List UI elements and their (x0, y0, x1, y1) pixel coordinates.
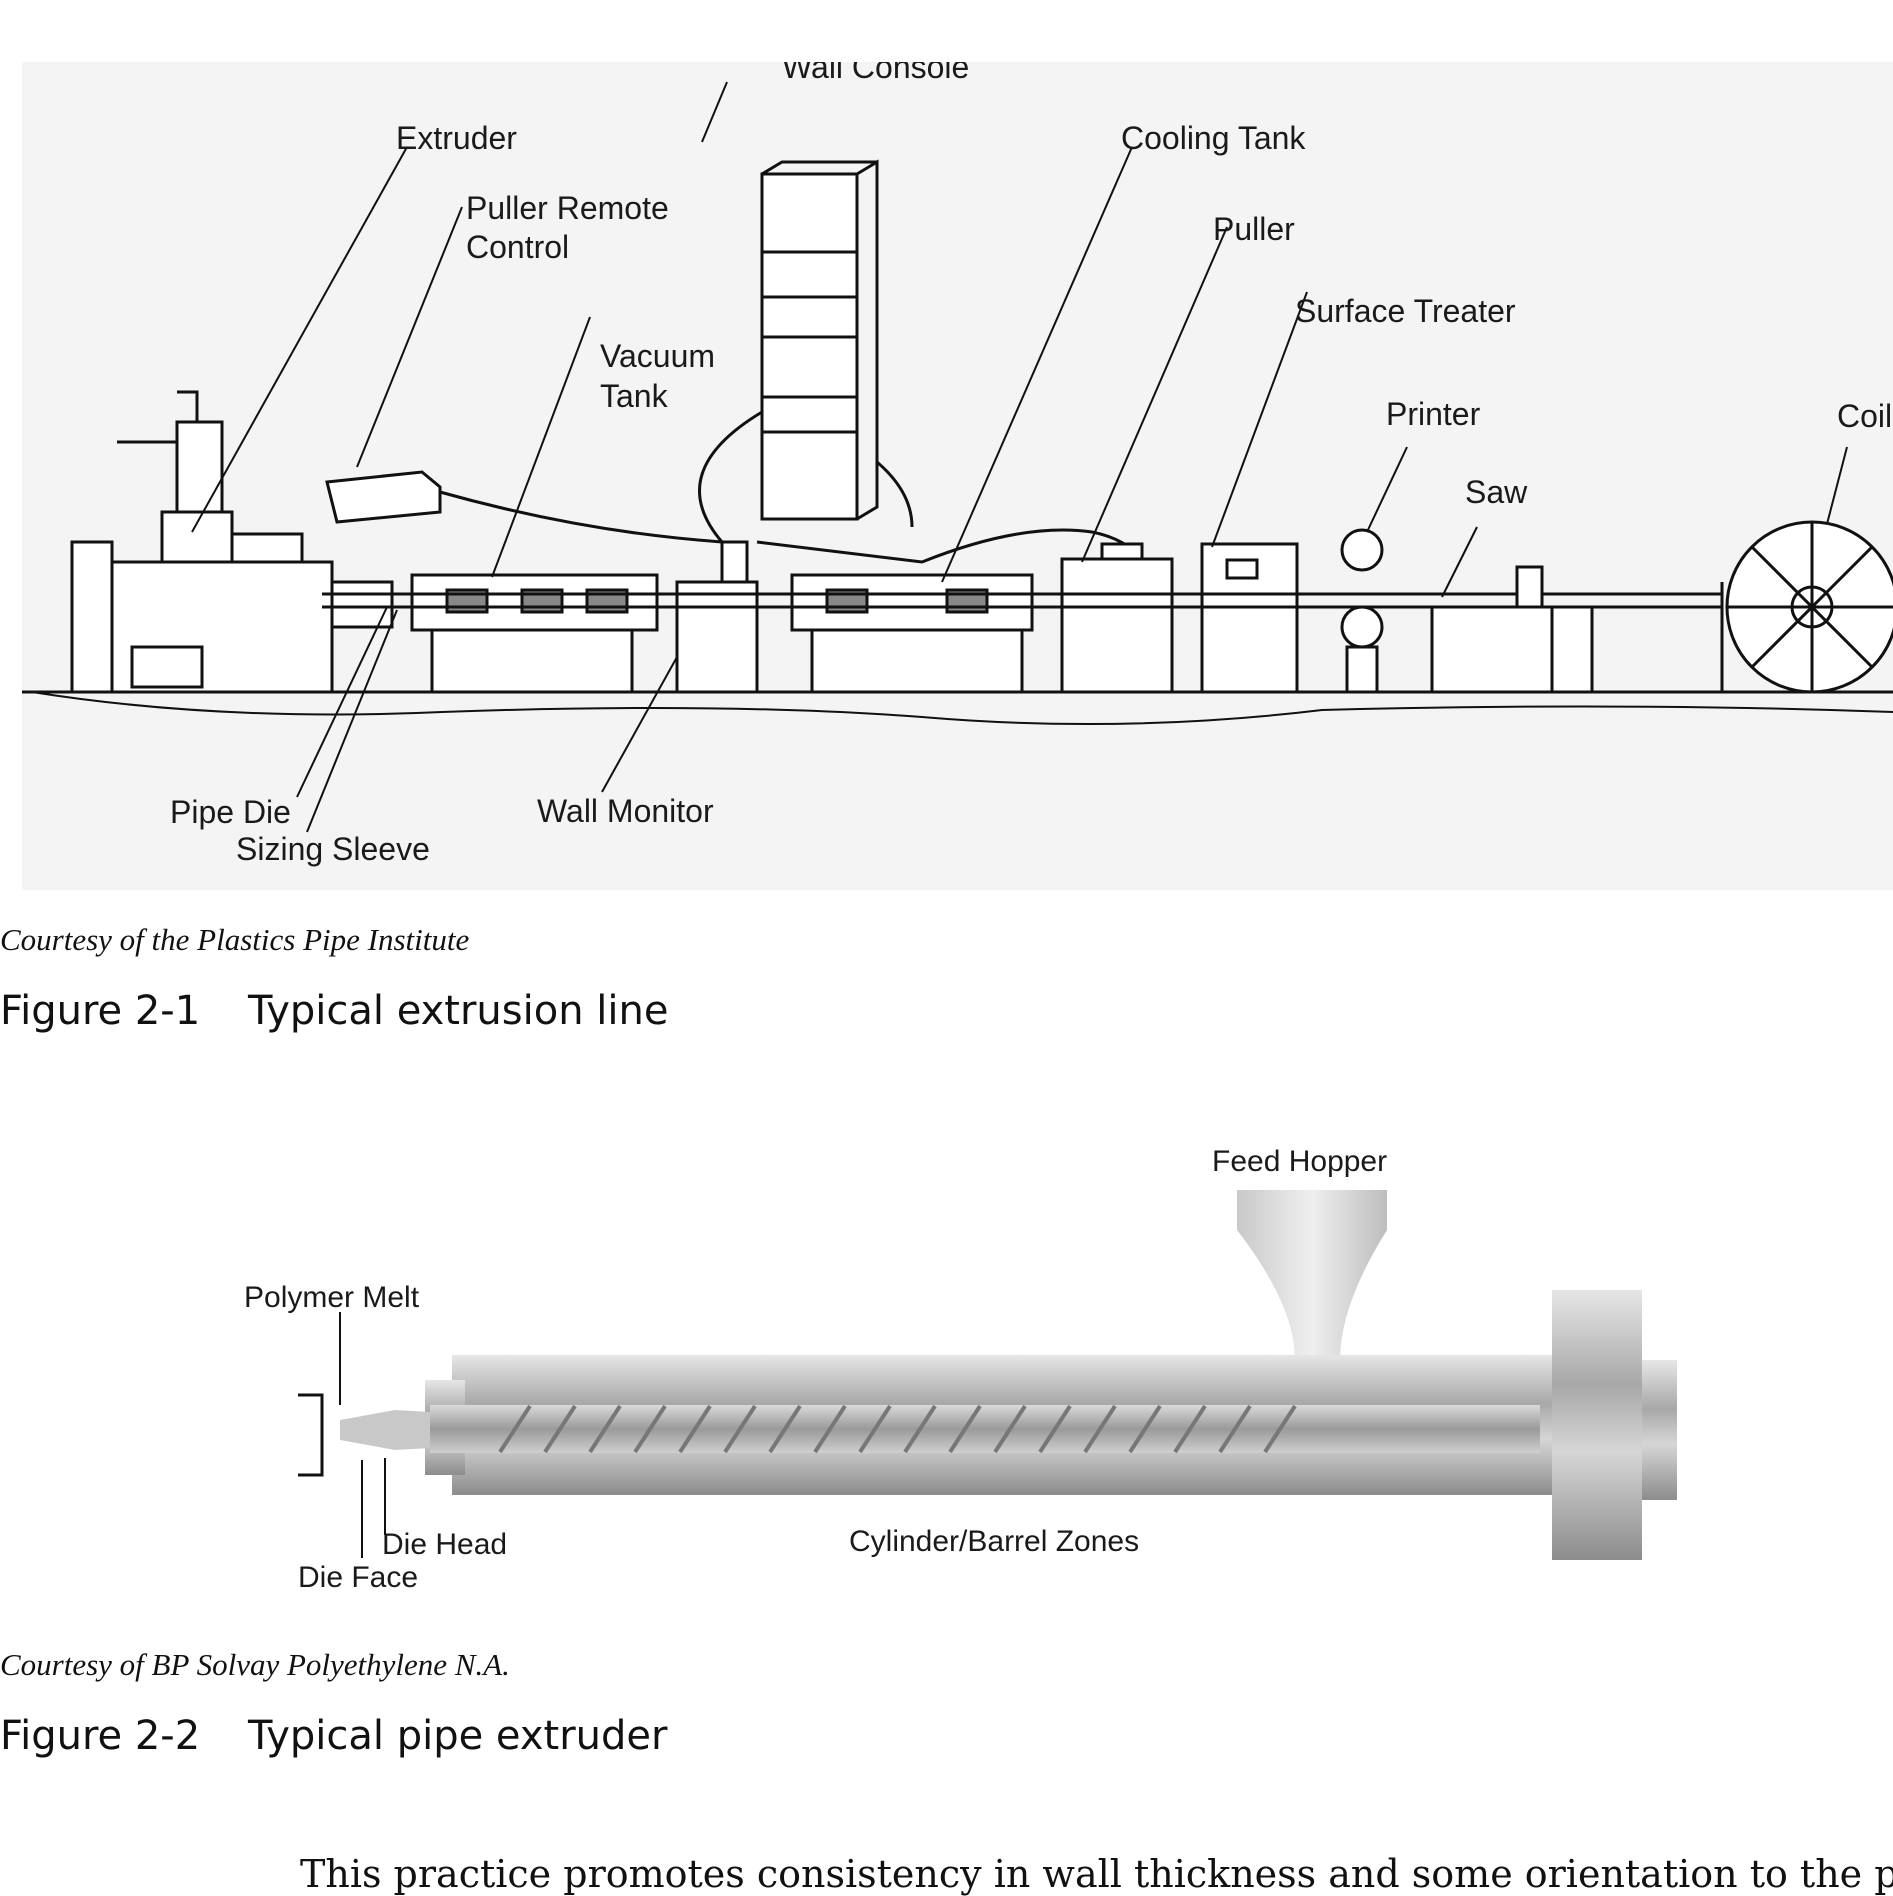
label-saw: Saw (1465, 474, 1528, 510)
body-paragraph: This practice promotes consistency in wa… (300, 1852, 1893, 1896)
label-pipe-die: Pipe Die (170, 794, 291, 830)
figure-number-1: Figure 2-1 (0, 988, 201, 1034)
extrusion-line-illustration: Wall Console Extruder Cooling Tank Pulle… (22, 62, 1893, 890)
figure-title-2: Typical pipe extruder (248, 1713, 668, 1759)
label-sizing-sleeve: Sizing Sleeve (236, 831, 430, 867)
figure-title-1: Typical extrusion line (248, 988, 669, 1034)
label-puller: Puller (1213, 211, 1295, 247)
label-wall-console: Wall Console (782, 62, 969, 85)
label-vacuum-tank-line2: Tank (600, 378, 669, 414)
label-extruder: Extruder (396, 120, 517, 156)
pipe-extruder-illustration: Feed Hopper Polymer Melt Die Head Cylind… (244, 1145, 1677, 1594)
label-cylinder-barrel-zones: Cylinder/Barrel Zones (849, 1525, 1139, 1558)
figure-caption-2: Figure 2-2 Typical pipe extruder (0, 1713, 667, 1759)
label-coiler: Coil (1837, 398, 1892, 434)
figure-caption-1: Figure 2-1 Typical extrusion line (0, 988, 668, 1034)
label-puller-remote-control-line2: Control (466, 229, 569, 265)
label-puller-remote-control-line1: Puller Remote (466, 190, 669, 226)
label-wall-monitor: Wall Monitor (537, 793, 714, 829)
label-vacuum-tank-line1: Vacuum (600, 338, 715, 374)
figure-number-2: Figure 2-2 (0, 1713, 201, 1759)
label-feed-hopper: Feed Hopper (1212, 1145, 1387, 1178)
figure-credit-2: Courtesy of BP Solvay Polyethylene N.A. (0, 1647, 510, 1682)
label-surface-treater: Surface Treater (1295, 293, 1516, 329)
label-printer: Printer (1386, 396, 1481, 432)
figure-credit-1: Courtesy of the Plastics Pipe Institute (0, 922, 470, 957)
label-cooling-tank: Cooling Tank (1121, 120, 1306, 156)
label-die-face: Die Face (298, 1561, 418, 1594)
label-polymer-melt: Polymer Melt (244, 1281, 420, 1314)
label-die-head: Die Head (382, 1528, 507, 1561)
